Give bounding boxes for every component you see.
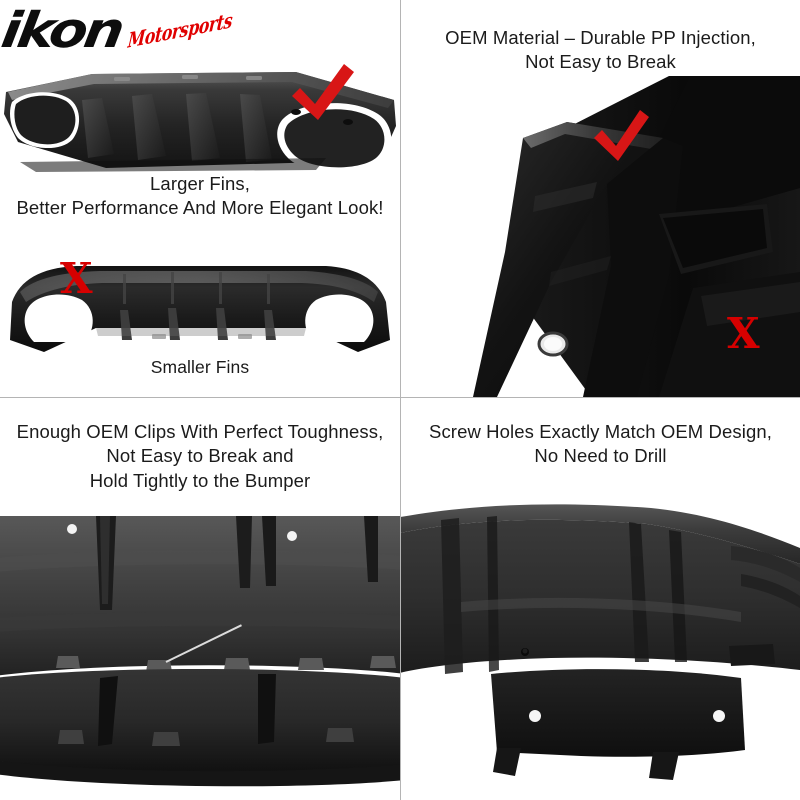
caption-smaller-fins: Smaller Fins [150, 357, 250, 377]
panel-bottom-right: Screw Holes Exactly Match OEM Design, No… [401, 398, 800, 800]
product-photo-fin-closeup [473, 76, 800, 397]
caption-oem-clips: Enough OEM Clips With Perfect Toughness,… [16, 421, 384, 491]
caption-larger-fins: Larger Fins, Better Performance And More… [16, 173, 384, 219]
check-mark-icon [594, 110, 649, 161]
brand-tagline: Motorsports [126, 7, 234, 53]
caption-oem-material: OEM Material – Durable PP Injection, Not… [445, 27, 756, 73]
product-photo-underside-clips [0, 516, 400, 787]
x-mark-icon: X [60, 254, 93, 303]
x-mark-icon: X [727, 309, 760, 358]
product-photo-small-fin-diffuser [10, 266, 390, 352]
panel-top-right: OEM Material – Durable PP Injection, Not… [401, 0, 800, 397]
panel-bottom-left: Enough OEM Clips With Perfect Toughness,… [0, 398, 400, 800]
grid-divider-vertical [400, 0, 401, 800]
brand-logo: ikon Motorsports [0, 2, 256, 66]
product-photo-screw-holes [401, 504, 800, 780]
caption-screw-holes: Screw Holes Exactly Match OEM Design, No… [429, 421, 772, 467]
check-mark-icon [292, 64, 354, 120]
panel-top-left: ikon Motorsports [0, 0, 400, 397]
brand-name: ikon [0, 2, 126, 59]
